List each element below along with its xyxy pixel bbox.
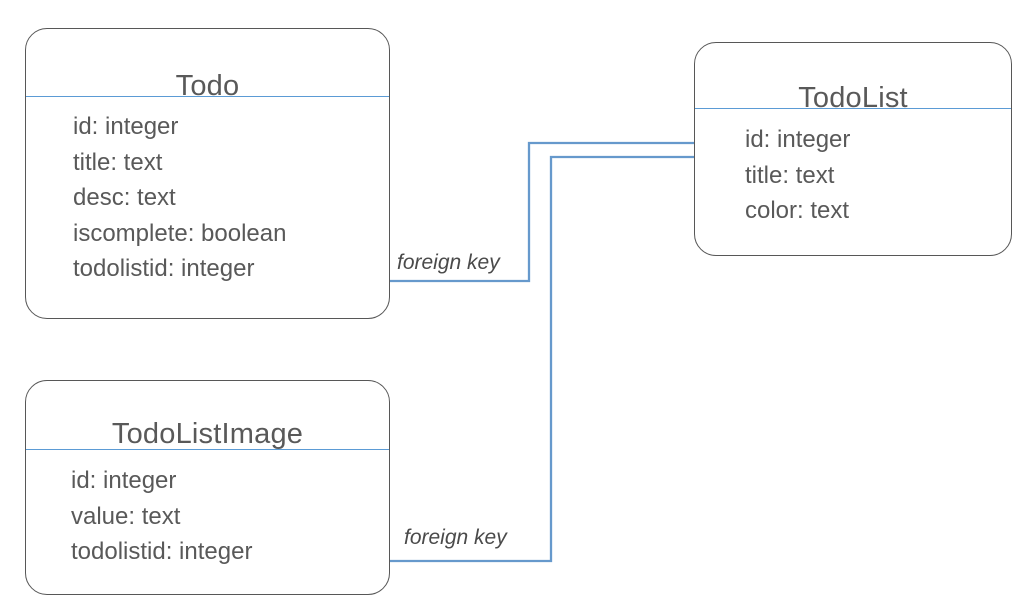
entity-field-primary-key: id: integer (745, 126, 851, 153)
entity-field-list-todolistimage: id: integer value: text todolistid: inte… (26, 463, 389, 570)
entity-title-todo: Todo (175, 70, 240, 102)
entity-field-foreign-key: todolistid: integer (73, 255, 255, 282)
entity-divider (695, 108, 1011, 109)
entity-title-todolist: TodoList (798, 82, 908, 114)
entity-field: title: text (745, 161, 835, 189)
entity-box-todolist[interactable]: TodoList id: integer title: text color: … (694, 42, 1012, 256)
entity-box-todolistimage[interactable]: TodoListImage id: integer value: text to… (25, 380, 390, 595)
entity-title-todolistimage: TodoListImage (111, 418, 304, 450)
entity-field: value: text (71, 502, 181, 530)
entity-field-list-todo: id: integer title: text desc: text iscom… (26, 109, 389, 287)
entity-field: iscomplete: boolean (73, 219, 287, 247)
entity-field: desc: text (73, 184, 176, 211)
entity-divider (26, 449, 389, 450)
entity-field-list-todolist: id: integer title: text color: text (695, 122, 1011, 229)
entity-divider (26, 96, 389, 97)
entity-field: title: text (73, 148, 163, 176)
entity-field: id: integer (73, 113, 179, 140)
entity-field-foreign-key: todolistid: integer (71, 538, 253, 565)
entity-box-todo[interactable]: Todo id: integer title: text desc: text … (25, 28, 390, 319)
relationship-label-foreign-key: foreign key (393, 250, 504, 275)
relationship-label-foreign-key: foreign key (400, 525, 511, 550)
entity-field: id: integer (71, 467, 177, 494)
entity-field: color: text (745, 197, 850, 224)
